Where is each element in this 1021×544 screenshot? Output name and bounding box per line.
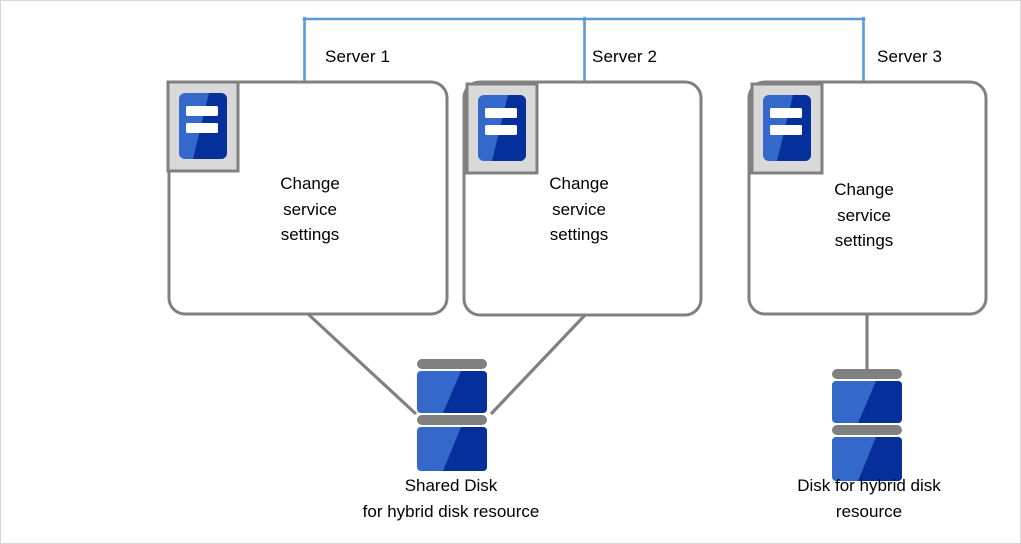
server-group-bracket bbox=[302, 16, 866, 82]
server-3-hit-area[interactable] bbox=[749, 82, 986, 314]
server-2-name-label: Server 2 bbox=[592, 47, 658, 66]
server-1-hit-area[interactable] bbox=[169, 82, 447, 314]
server-2-hit-area[interactable] bbox=[464, 82, 701, 315]
shared-disk-caption: Shared Disk for hybrid disk resource bbox=[362, 476, 540, 521]
server-3-body-text: Change service settings bbox=[834, 180, 894, 250]
connector-lines bbox=[306, 312, 869, 416]
shared-disk-hit-area[interactable] bbox=[417, 359, 487, 471]
server-1-body-text: Change service settings bbox=[280, 174, 340, 244]
server-2-body-text: Change service settings bbox=[549, 174, 609, 244]
local-disk-hit-area[interactable] bbox=[832, 369, 902, 481]
local-disk-caption: Disk for hybrid disk resource bbox=[797, 476, 941, 521]
server-3-name-label: Server 3 bbox=[877, 47, 943, 66]
server-1-name-label: Server 1 bbox=[325, 47, 391, 66]
